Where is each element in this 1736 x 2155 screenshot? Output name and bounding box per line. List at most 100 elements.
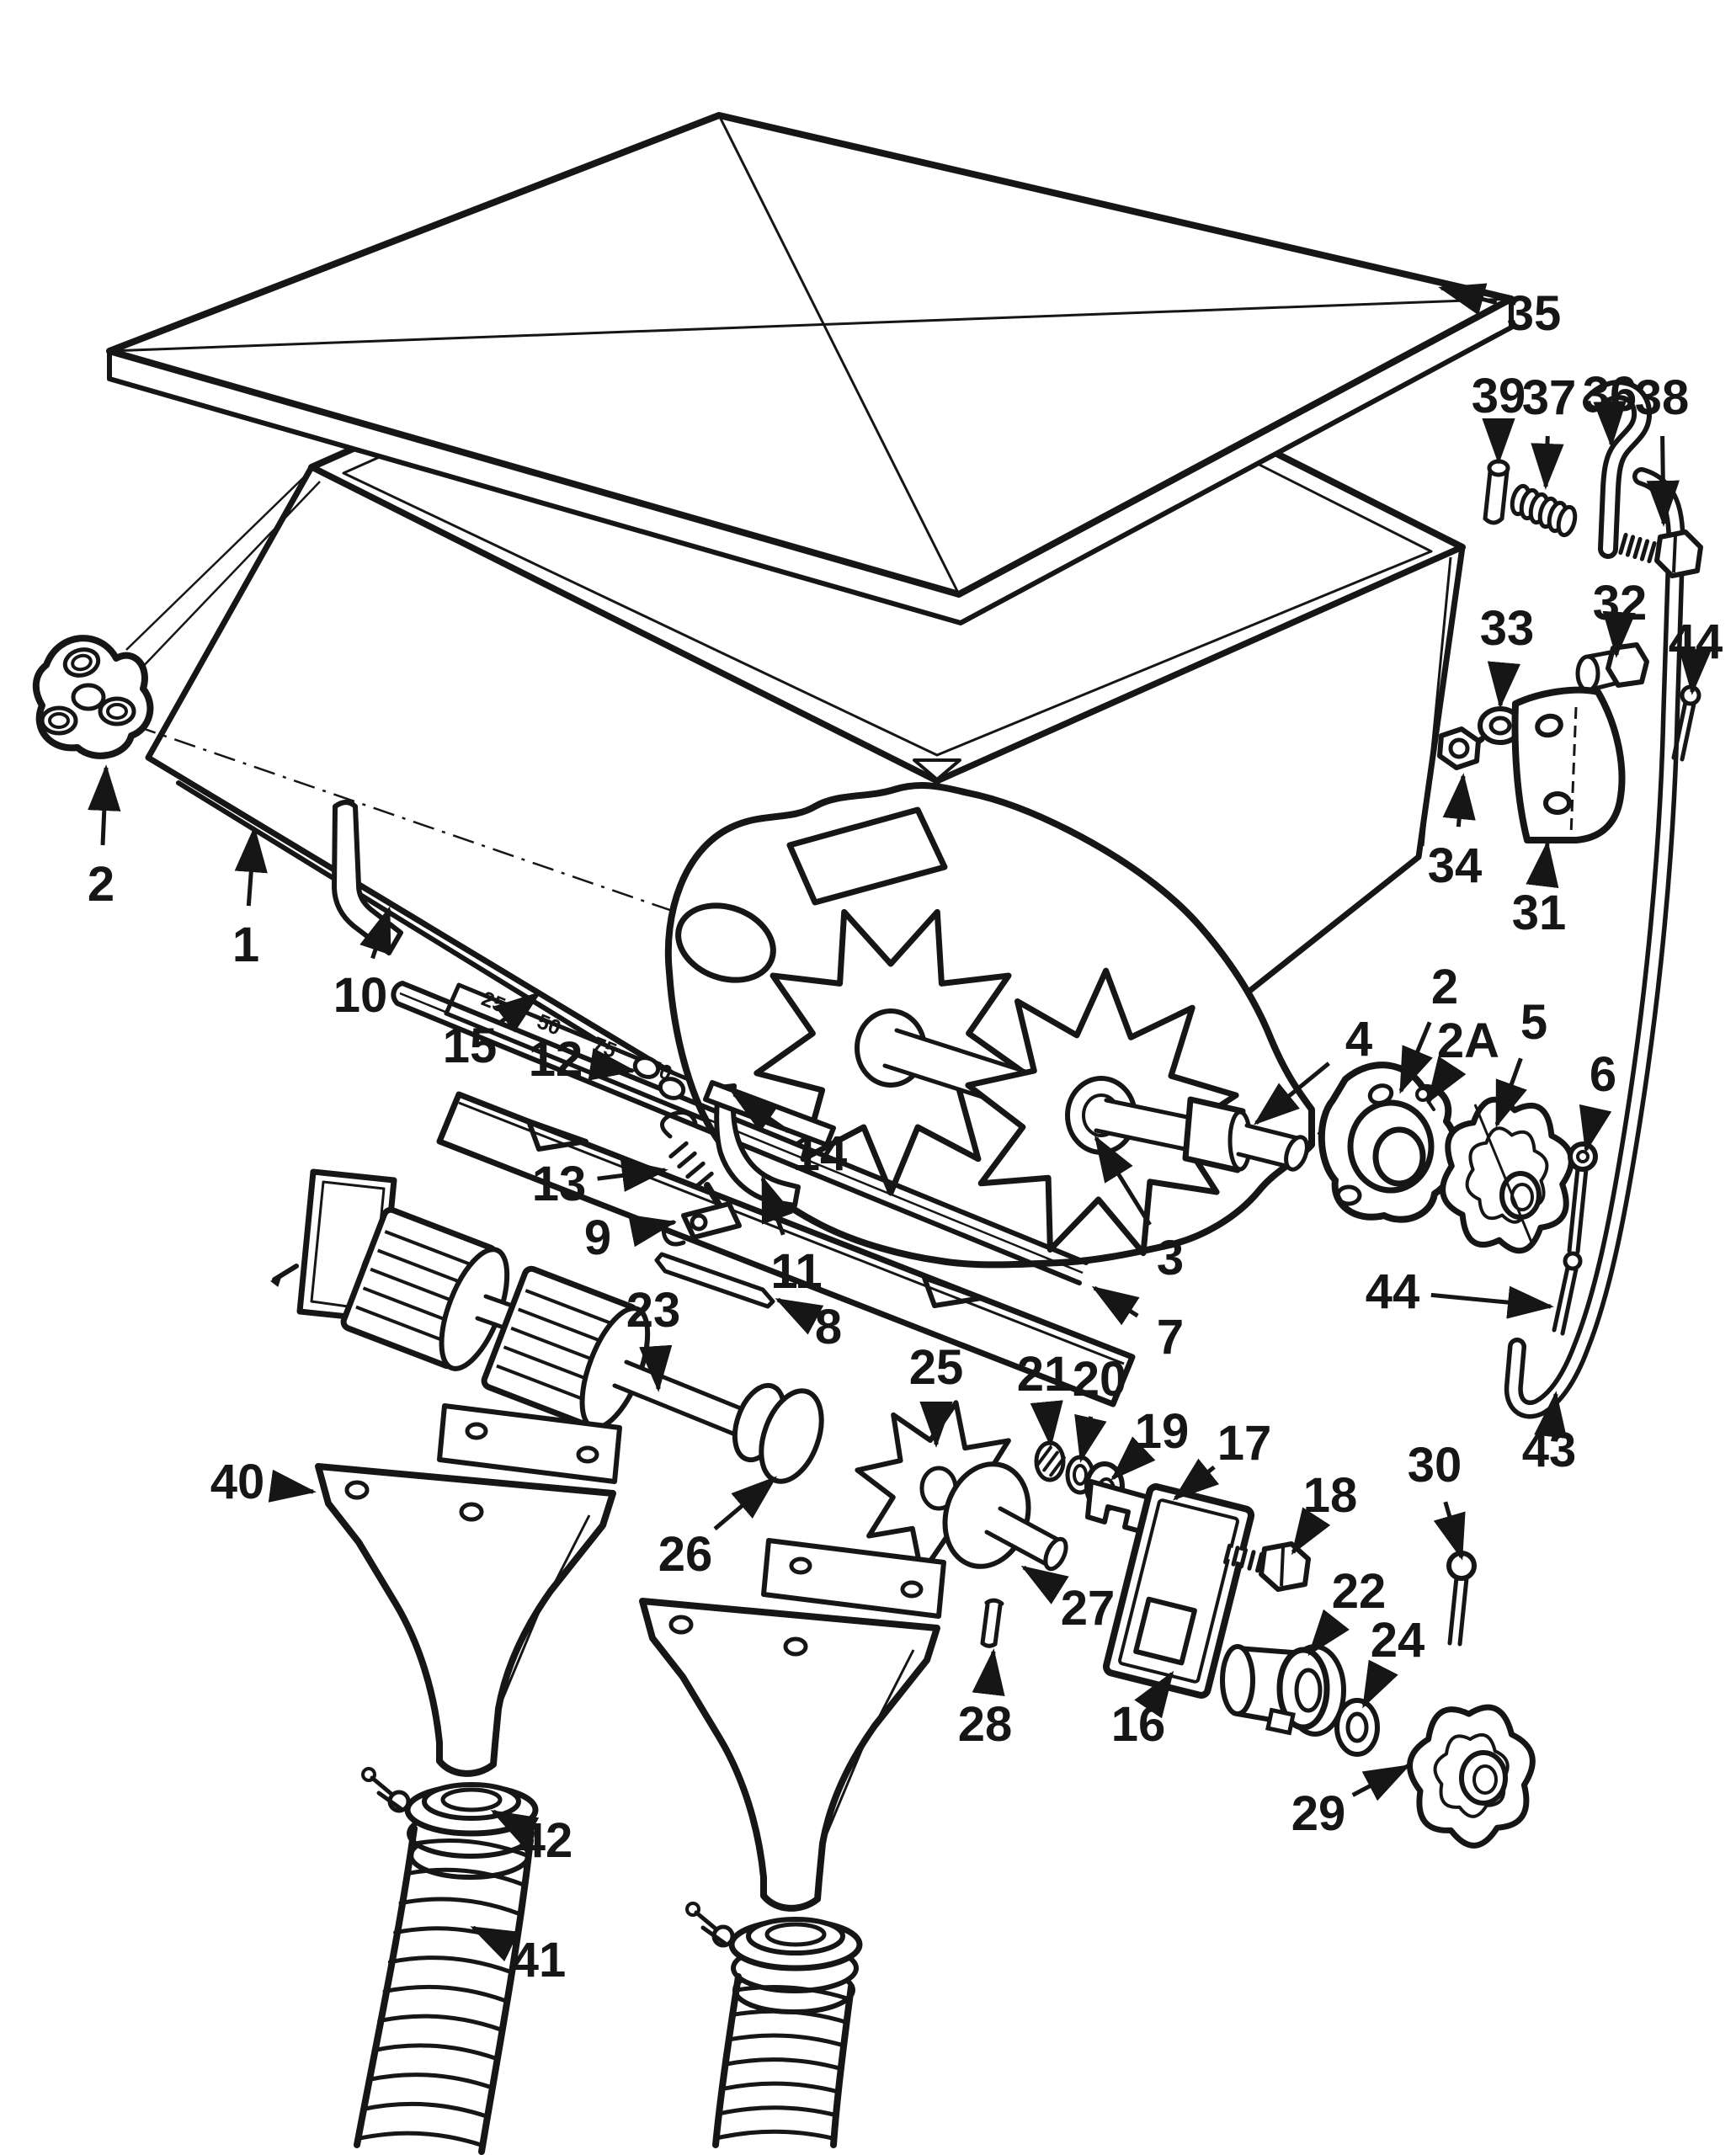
washer-24 <box>1334 1698 1380 1757</box>
funnel-crease <box>497 1611 541 1710</box>
callout-arrow-7 <box>1091 1285 1140 1326</box>
bolt-head <box>1259 1541 1311 1592</box>
pin-shank <box>1567 1166 1580 1253</box>
pin-shank <box>1552 1265 1570 1333</box>
hose-corrugation <box>366 2073 494 2090</box>
callout-arrow-20 <box>1074 1413 1107 1463</box>
plate-31-hole <box>1543 791 1572 815</box>
gate-bar-midline <box>399 992 1084 1274</box>
spring-coil <box>1556 504 1578 538</box>
hose-corrugation <box>721 2081 842 2094</box>
bearing-pin-tip <box>270 1275 282 1287</box>
roller-flute <box>362 1286 459 1327</box>
callout-label-9: 9 <box>584 1211 611 1265</box>
fluted-roller-part-23 <box>340 1206 510 1371</box>
callout-arrow-42 <box>490 1809 540 1847</box>
hose-corrugation <box>717 2105 839 2118</box>
hose-edge <box>478 1837 534 2155</box>
callout-label-13: 13 <box>532 1157 587 1211</box>
shaft-edge <box>475 1316 509 1331</box>
washer-part-24 <box>1334 1698 1380 1757</box>
clamp-wire <box>376 1791 405 1812</box>
callout-label-26: 26 <box>658 1527 713 1582</box>
flange-hole-inner <box>48 712 70 729</box>
knob-part-29 <box>1407 1704 1536 1849</box>
hose-corrugation <box>727 2033 847 2048</box>
callout-arrow-21 <box>1030 1400 1063 1448</box>
funnel-body <box>315 1463 616 1777</box>
callout-label-33: 33 <box>1480 601 1535 656</box>
callout-arrow-4 <box>1253 1062 1330 1125</box>
callout-label-7: 7 <box>1157 1310 1184 1365</box>
callout-label-1: 1 <box>232 918 259 972</box>
hose-corrugation <box>731 2009 849 2025</box>
callout-arrow-2 <box>88 764 121 846</box>
pin-shank <box>980 1602 990 1646</box>
pin-tip <box>980 1641 998 1648</box>
roller-flute <box>384 1230 481 1269</box>
hose-corrugation <box>382 1984 508 2003</box>
hose-corrugations <box>714 1985 852 2141</box>
pointer-part-8 <box>654 1252 775 1309</box>
hose-corrugation <box>714 2129 837 2141</box>
housing-window <box>786 806 948 906</box>
callout-label-30: 30 <box>1408 1438 1462 1493</box>
flange-hole <box>98 696 136 726</box>
flange-leader-1 <box>125 471 311 651</box>
spring-part-37 <box>1510 483 1578 538</box>
callout-arrow-41 <box>470 1925 519 1962</box>
hook-highlight <box>1588 385 1647 554</box>
callout-label-22: 22 <box>1332 1564 1387 1619</box>
washer-24-hole <box>1345 1711 1369 1743</box>
sprocket-body <box>1440 1096 1574 1254</box>
cotter-pin-part-44-lower <box>1552 1251 1583 1336</box>
callout-label-8: 8 <box>815 1300 842 1354</box>
fluted-roller-part-23 <box>481 1265 651 1430</box>
lid-crease-vertical <box>717 114 961 595</box>
clip-part-12 <box>658 1077 686 1100</box>
callout-arrow-27 <box>1020 1565 1069 1604</box>
callout-label-20: 20 <box>1073 1352 1127 1407</box>
hose-corrugation <box>409 1838 530 1858</box>
gate-handle-part-10 <box>332 800 403 955</box>
callout-label-17: 17 <box>1217 1416 1272 1471</box>
callout-arrow-22 <box>1307 1609 1350 1657</box>
pin-part-28 <box>980 1598 1004 1648</box>
callout-label-18: 18 <box>1303 1468 1358 1523</box>
pin-cap <box>984 1598 1004 1606</box>
callout-label-2: 2 <box>1431 960 1458 1014</box>
flange-hole <box>1335 1184 1362 1206</box>
shaft-stub-edge <box>1244 1123 1303 1141</box>
callout-arrow-37 <box>1531 435 1564 490</box>
funnel-part-40 <box>315 1403 622 1880</box>
thread-part-13 <box>668 1141 714 1189</box>
callout-label-3: 3 <box>1157 1231 1184 1285</box>
callout-arrow-33 <box>1487 661 1520 709</box>
callout-arrow-5 <box>1494 1057 1527 1128</box>
callout-arrow-2A <box>1426 1056 1467 1104</box>
callout-label-25: 25 <box>909 1340 964 1395</box>
clamp-wire <box>370 1775 395 1797</box>
pin-shank <box>1483 469 1493 521</box>
callout-arrow-18 <box>1291 1507 1331 1556</box>
knob-bore <box>1472 1764 1498 1795</box>
nut-bore-part-34 <box>1448 737 1470 759</box>
callout-label-14: 14 <box>793 1126 848 1181</box>
callout-label-6: 6 <box>1590 1047 1616 1102</box>
plate-31-body <box>1511 686 1626 843</box>
hose-corrugation <box>377 2014 503 2032</box>
hose-corrugation <box>387 1955 512 1974</box>
hose-part-41 <box>354 1825 534 2155</box>
knob-hub <box>1459 1750 1508 1806</box>
knob-inner <box>1433 1732 1510 1818</box>
callout-arrow-23 <box>639 1344 673 1392</box>
hose-corrugation <box>371 2043 498 2061</box>
hose-corrugation <box>724 2057 844 2072</box>
callout-label-36: 36 <box>1583 367 1637 422</box>
flange-leader-2 <box>136 481 321 674</box>
callout-label-27: 27 <box>1061 1581 1116 1636</box>
hex-nut-part-34 <box>1437 726 1481 770</box>
callout-label-37: 37 <box>1522 370 1577 425</box>
pin-shank <box>1447 1575 1459 1646</box>
